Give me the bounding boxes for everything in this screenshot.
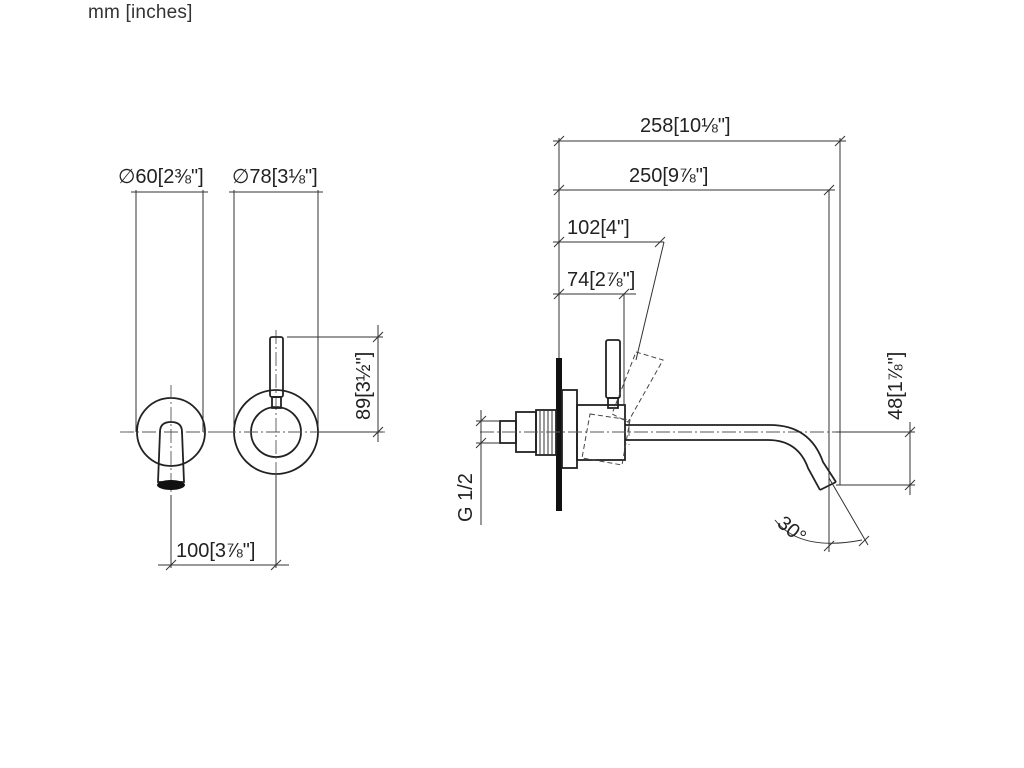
units-label: mm [inches] <box>88 2 193 23</box>
side-view <box>475 135 916 552</box>
dim-front-large-diameter: ∅78[3⅛"] <box>232 166 318 188</box>
dim-side-total-length: 258[10⅛"] <box>640 115 731 137</box>
dim-side-offset-102: 102[4"] <box>567 217 630 239</box>
front-view-spout <box>120 190 222 495</box>
dim-side-offset-74: 74[2⅞"] <box>567 269 635 291</box>
dim-spout-angle: 30° <box>773 512 810 548</box>
dim-side-spout-drop: 48[1⅞"] <box>885 352 907 420</box>
dim-side-spout-length: 250[9⅞"] <box>629 165 708 187</box>
dim-thread-size: G 1/2 <box>455 473 477 522</box>
front-view-handle <box>158 190 385 571</box>
dim-front-height: 89[3½"] <box>353 352 375 420</box>
dim-front-small-diameter: ∅60[2⅜"] <box>118 166 204 188</box>
dimension-labels: ∅60[2⅜"] ∅78[3⅛"] 100[3⅞"] 89[3½"] 258[1… <box>118 115 907 562</box>
dim-front-width: 100[3⅞"] <box>176 540 255 562</box>
